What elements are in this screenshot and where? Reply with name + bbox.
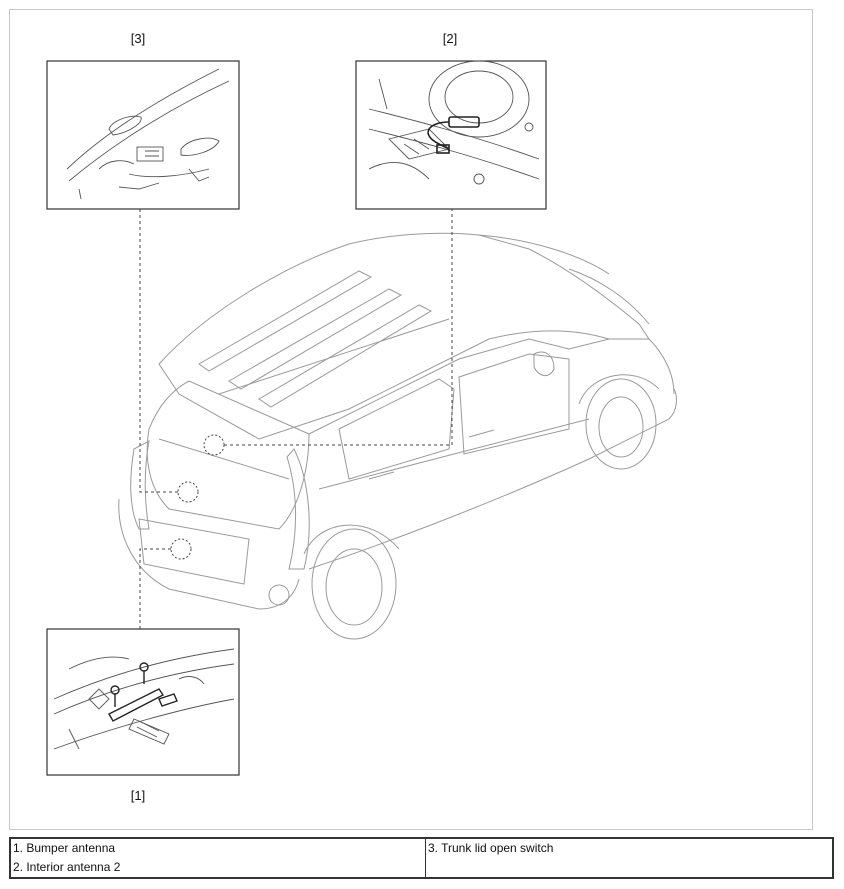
- callout-circle-1: [170, 538, 192, 560]
- legend-cell-right: 3. Trunk lid open switch: [425, 837, 834, 879]
- leader-line-1: [139, 548, 171, 629]
- vehicle-diagram: [46, 60, 677, 776]
- callout-label-3: [3]: [130, 31, 146, 46]
- leader-line-2: [224, 209, 453, 446]
- legend-item-1: 1. Bumper antenna: [13, 841, 116, 855]
- legend-item-3: 3. Trunk lid open switch: [428, 841, 554, 855]
- callout-label-2: [2]: [442, 31, 458, 46]
- callout-circle-2: [203, 434, 225, 456]
- legend-row: 1. Bumper antenna 2. Interior antenna 2 …: [9, 837, 834, 879]
- callout-label-1: [1]: [130, 788, 146, 803]
- detail-box-3: [46, 60, 240, 210]
- legend-item-2: 2. Interior antenna 2: [13, 860, 121, 874]
- car-illustration: [118, 232, 677, 640]
- callout-circle-3: [177, 481, 199, 503]
- legend-table: 1. Bumper antenna 2. Interior antenna 2 …: [9, 837, 834, 879]
- legend-cell-left: 1. Bumper antenna 2. Interior antenna 2: [9, 837, 426, 879]
- figure-frame: [9, 9, 813, 830]
- detail-box-2: [355, 60, 547, 210]
- detail-box-1: [46, 628, 240, 776]
- leader-line-3: [139, 209, 178, 493]
